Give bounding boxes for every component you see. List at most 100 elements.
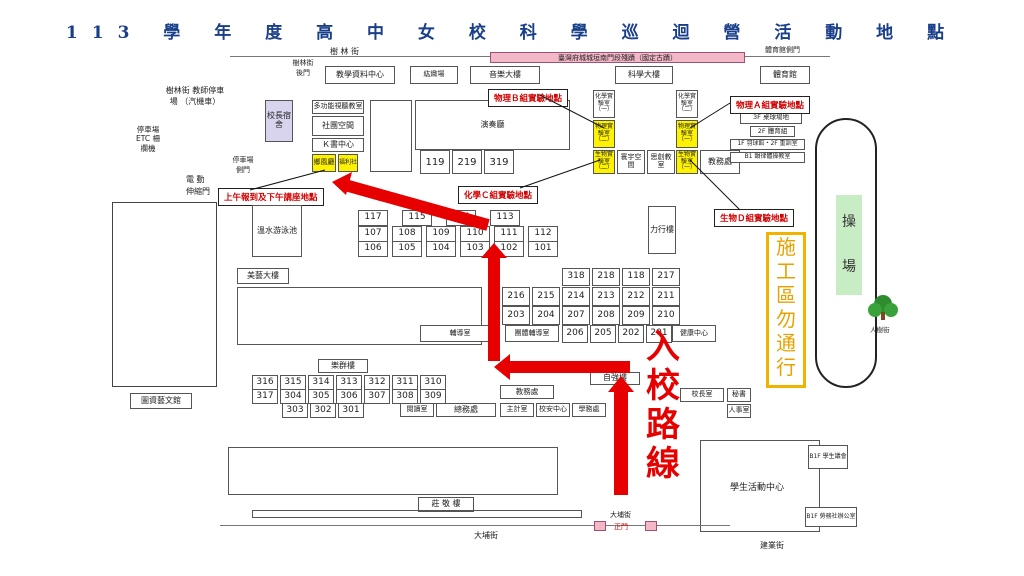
arts-building-rooms — [237, 287, 482, 345]
zhuangjing-corridor — [252, 510, 582, 518]
music-group-building: 樂群樓 — [318, 359, 368, 373]
principal-dorm: 校長宿舍 — [265, 100, 293, 142]
construction-char-5: 通 — [776, 331, 796, 355]
room-academic: 學務處 — [572, 403, 606, 417]
route-char-1: 入 — [646, 327, 680, 367]
stretch-gate-label: 伸縮門 — [186, 187, 210, 196]
pool: 溫水游泳池 — [252, 205, 302, 257]
main-gate-street-label: 大埔街 — [610, 511, 631, 519]
room-bio-exp-2: 生物實驗室（二） — [593, 150, 615, 174]
classroom-101: 101 — [528, 241, 558, 257]
classroom-208: 208 — [592, 306, 620, 325]
running-track — [815, 118, 877, 388]
classroom-201: 201 — [646, 325, 672, 343]
classroom-215: 215 — [532, 287, 560, 306]
classroom-202: 202 — [618, 325, 644, 343]
construction-char-4: 勿 — [776, 307, 796, 331]
gate-pillar-right — [645, 521, 657, 531]
music-building: 音樂大樓 — [470, 66, 540, 84]
arts-building: 美藝大樓 — [237, 268, 289, 284]
room-student-affairs: 教務處 — [500, 385, 554, 399]
student-center-label: 學生活動中心 — [730, 483, 785, 493]
classroom-109: 109 — [426, 226, 456, 242]
classroom-104: 104 — [426, 241, 456, 257]
classroom-216: 216 — [502, 287, 530, 306]
entrance-arrow-vertical — [614, 392, 628, 495]
room-stack-music — [370, 100, 412, 172]
route-char-2: 校 — [646, 366, 680, 407]
room-principal-office: 校長室 — [680, 388, 724, 402]
note-physics-a: 物理Ａ組實驗地點 — [730, 96, 811, 114]
classroom-204: 204 — [532, 306, 560, 325]
top-street-label: 樹 林 街 — [330, 47, 360, 56]
construction-char-1: 施 — [776, 235, 796, 259]
classroom-212: 212 — [622, 287, 650, 306]
classroom-302: 302 — [310, 403, 336, 418]
entrance-route-text: 入 校 路 線 — [641, 327, 685, 484]
classroom-317: 317 — [252, 389, 278, 404]
room-personnel: 人事室 — [727, 404, 751, 418]
note-biology-d: 生物Ｄ組實驗地點 — [714, 209, 795, 227]
room-chem-exp-2: 化學實驗室（二） — [676, 90, 698, 118]
classroom-203: 203 — [502, 306, 530, 325]
classroom-218: 218 — [592, 268, 620, 286]
classroom-119: 119 — [420, 150, 450, 174]
field-char-2: 場 — [842, 259, 856, 276]
room-comfort: 鄉風廳 — [312, 154, 336, 172]
room-security: 校安中心 — [536, 403, 570, 417]
classroom-113: 113 — [490, 210, 520, 226]
room-general: 總務處 — [436, 403, 496, 417]
construction-zone: 施 工 區 勿 通 行 — [766, 232, 806, 388]
student-council: B1F 學生議會 — [808, 445, 848, 469]
room-lounge: 福利社 — [338, 154, 358, 172]
room-health: 健康中心 — [672, 325, 716, 342]
field-char-1: 操 — [842, 214, 856, 231]
classroom-304: 304 — [280, 389, 306, 404]
library-arts-tower — [112, 202, 217, 387]
construction-char-6: 行 — [776, 355, 796, 379]
heritage-wall: 臺灣府城城垣南門段殘蹟（國定古蹟） — [490, 52, 745, 63]
lower-left-block — [228, 447, 558, 495]
bottom-street-label: 大埔街 — [474, 531, 498, 540]
construction-char-2: 工 — [776, 259, 796, 283]
teacher-parking-label: 樹林街 教師停車場 （汽機車） — [165, 86, 225, 106]
room-physics-exp-2: 物理實驗室（二） — [593, 120, 615, 148]
map-title: 113 學 年 度 高 中 女 校 科 學 巡 迴 營 活 動 地 點 — [65, 23, 959, 43]
room-reading: 閱讀室 — [400, 403, 434, 417]
library-arts-label: 圖資藝文館 — [130, 393, 192, 409]
classroom-318: 318 — [562, 268, 590, 286]
electric-gate-label: 電 動 — [186, 175, 205, 184]
classroom-117: 117 — [358, 210, 388, 226]
classroom-207: 207 — [562, 306, 590, 325]
classroom-106: 106 — [358, 241, 388, 257]
classroom-209: 209 — [622, 306, 650, 325]
classroom-105: 105 — [392, 241, 422, 257]
gym-2f: 2F 體育組 — [750, 126, 795, 137]
zhuangjing-building: 莊 敬 樓 — [418, 497, 474, 512]
classroom-214: 214 — [562, 287, 590, 306]
classroom-213: 213 — [592, 287, 620, 306]
classroom-205: 205 — [590, 325, 616, 343]
room-counsel: 輔導室 — [420, 325, 500, 342]
classroom-217: 217 — [652, 268, 680, 286]
gym-building: 體育館 — [760, 66, 810, 84]
bottom-street-line — [220, 525, 730, 526]
room-accounting: 主計室 — [500, 403, 534, 417]
room-group-counsel: 團體輔導室 — [505, 325, 559, 342]
classroom-303: 303 — [282, 403, 308, 418]
student-center-block — [700, 440, 820, 532]
room-physics-exp-1: 物理實驗室（一） — [676, 120, 698, 148]
room-ethics: 思創教室 — [647, 150, 675, 174]
note-physics-b: 物理Ｂ組實驗地點 — [488, 89, 569, 107]
stairwell-area: 紘緻場 — [410, 66, 458, 84]
room-activity-hall: 演奏廳 — [415, 100, 570, 150]
classroom-219: 219 — [452, 150, 482, 174]
education-center: 教學資料中心 — [325, 66, 395, 84]
